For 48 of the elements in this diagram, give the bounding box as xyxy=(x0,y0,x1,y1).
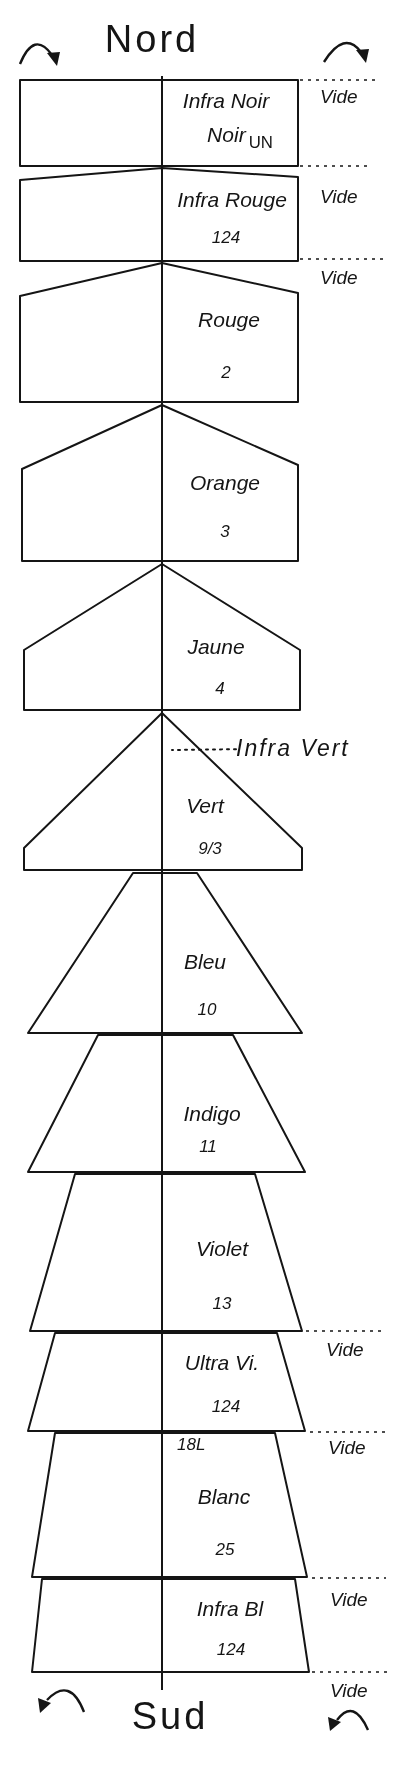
zone-label: Vide xyxy=(326,1340,364,1359)
band-name: Violet xyxy=(195,1238,249,1259)
band-name: Ultra Vi. xyxy=(184,1352,260,1373)
band-name: Bleu xyxy=(184,951,226,972)
band-number: 124 xyxy=(211,229,241,246)
trapezoid-segment xyxy=(32,1433,307,1577)
band-number: 9/3 xyxy=(198,840,222,857)
zone-label: Vide xyxy=(328,1438,366,1457)
leader-line xyxy=(171,748,237,751)
band-number: 25 xyxy=(215,1541,235,1558)
pentagon-segment xyxy=(24,564,300,710)
band-name: Orange xyxy=(190,472,260,493)
band-number: 2 xyxy=(221,364,231,381)
trapezoid-segment xyxy=(30,1174,302,1331)
band-name: Blanc xyxy=(197,1486,251,1507)
band-name: Indigo xyxy=(183,1103,241,1124)
band-number: 4 xyxy=(215,680,225,697)
rectangle-segment xyxy=(20,80,298,166)
band-number: 124 xyxy=(211,1398,241,1415)
annotation-label: 18L xyxy=(177,1436,206,1453)
band-name: Infra Bl xyxy=(196,1598,264,1619)
trapezoid-segment xyxy=(28,873,302,1033)
band-number: 124 xyxy=(216,1641,246,1658)
trapezoid-segment xyxy=(28,1035,305,1172)
band-number: 11 xyxy=(199,1138,217,1155)
zone-label: Vide xyxy=(320,87,358,106)
band-name: Rouge xyxy=(198,309,260,330)
zone-label: Vide xyxy=(330,1590,368,1609)
compass-label: Sud xyxy=(131,1697,209,1735)
callout-label: Infra Vert xyxy=(236,737,350,760)
band-name: Vert xyxy=(186,795,224,816)
pentagon-segment xyxy=(20,263,298,402)
trapezoid-segment xyxy=(32,1579,309,1672)
compass-label: Nord xyxy=(104,20,200,58)
band-number: 3 xyxy=(220,523,230,540)
band-number: 10 xyxy=(197,1001,217,1018)
band-name: Infra Rouge xyxy=(177,189,287,210)
pentagon-segment xyxy=(20,168,298,261)
pentagon-segment xyxy=(24,713,302,870)
band-name: Jaune xyxy=(187,636,245,657)
zone-label: Vide xyxy=(320,268,358,287)
band-number: 13 xyxy=(212,1295,232,1312)
band-name: Noir$_{UN}$ xyxy=(207,124,273,152)
trapezoid-segment xyxy=(28,1333,305,1431)
pentagon-segment xyxy=(22,405,298,561)
band-name: Infra Noir xyxy=(182,90,270,111)
zone-label: Vide xyxy=(330,1681,368,1700)
zone-label: Vide xyxy=(320,187,358,206)
